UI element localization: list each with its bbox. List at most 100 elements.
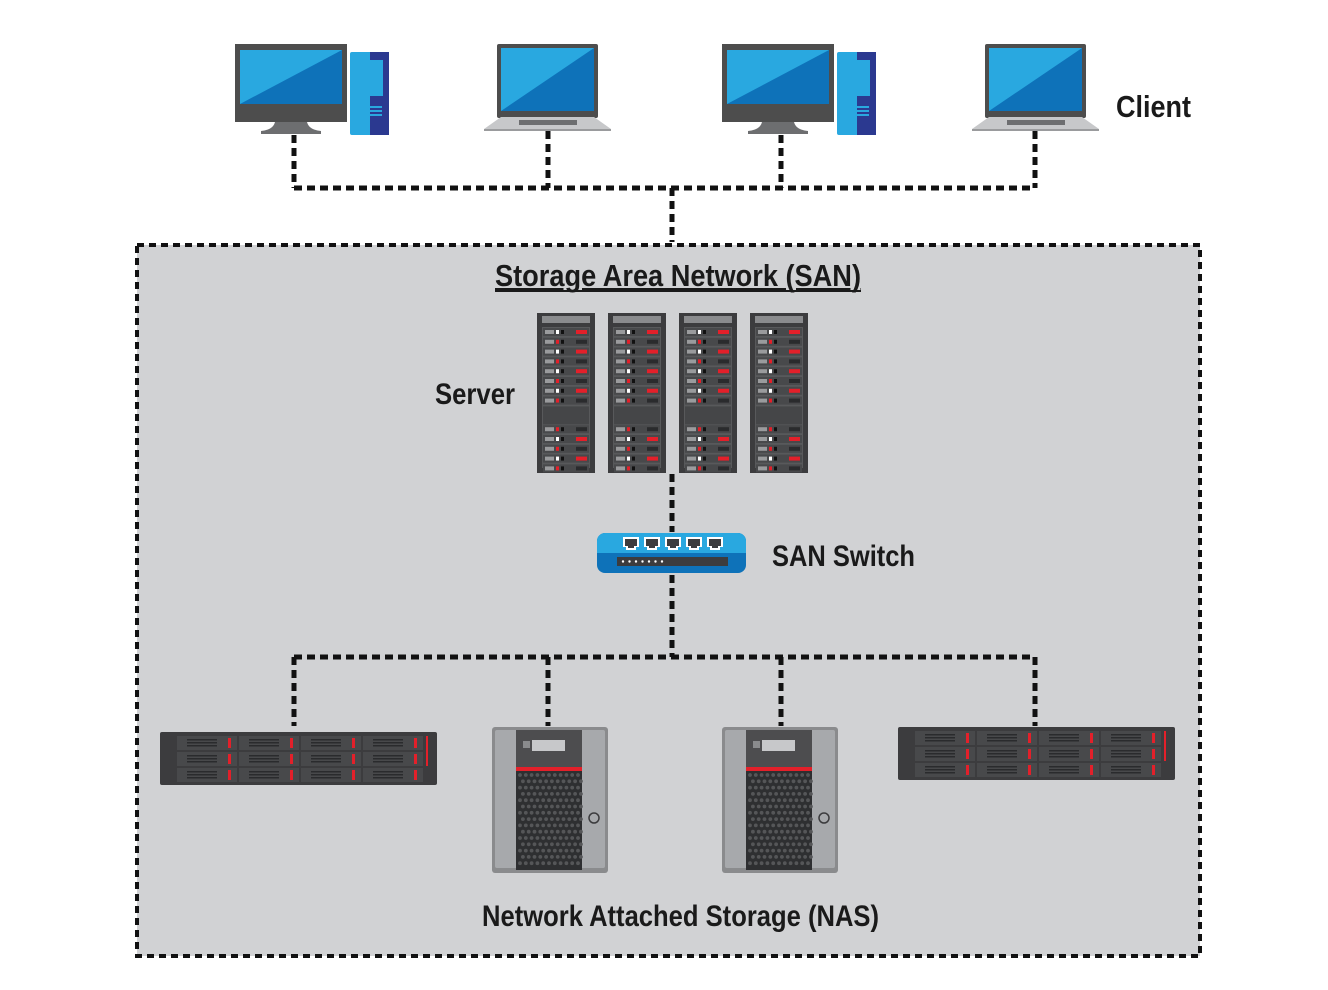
screen-glare — [240, 50, 342, 104]
rack-top — [613, 316, 661, 323]
grille-hole — [797, 792, 802, 796]
grille-hole — [762, 829, 767, 834]
grille-hole — [567, 817, 572, 821]
server-unit — [685, 464, 731, 473]
unit-led — [556, 456, 559, 461]
grille-hole — [788, 773, 793, 777]
grille-hole — [756, 779, 761, 784]
grille-hole — [570, 810, 575, 815]
drive-led — [228, 754, 231, 764]
grille-hole — [756, 817, 761, 821]
grille-hole — [762, 792, 767, 796]
grille-hole — [573, 817, 577, 821]
unit-led — [769, 330, 772, 334]
unit-indicator — [718, 437, 729, 441]
grille-hole — [555, 779, 560, 784]
server-unit — [756, 435, 802, 443]
grille-hole — [803, 829, 807, 834]
switch-led — [641, 560, 644, 563]
san-switch-label: SAN Switch — [772, 540, 915, 573]
grille-hole — [555, 855, 560, 859]
drive-vent — [249, 761, 279, 763]
grille-hole — [759, 836, 764, 840]
grille-hole — [555, 804, 560, 809]
drive-vent — [987, 769, 1017, 771]
unit-vents — [687, 369, 696, 374]
grille-hole — [529, 823, 534, 828]
drive-vent — [1111, 772, 1141, 774]
grille-hole — [809, 842, 813, 847]
server-unit — [756, 347, 802, 356]
grille-hole — [803, 842, 807, 847]
grille-hole — [564, 785, 569, 790]
grille-hole — [791, 855, 796, 859]
grille-hole — [774, 792, 778, 796]
unit-vents — [545, 369, 554, 374]
unit-led — [698, 330, 701, 334]
drive-vent — [987, 750, 1017, 752]
unit-port — [561, 446, 564, 451]
grille-hole — [753, 810, 758, 815]
grille-hole — [803, 817, 807, 821]
grille-hole — [547, 773, 551, 777]
unit-port — [703, 349, 706, 354]
grille-hole — [544, 792, 548, 796]
grille-hole — [535, 810, 540, 815]
unit-vents — [616, 349, 625, 354]
unit-vents — [758, 427, 767, 432]
unit-port — [703, 466, 706, 471]
grille-hole — [774, 842, 778, 847]
drive-led — [414, 754, 417, 764]
unit-led — [627, 330, 630, 334]
unit-vents — [687, 349, 696, 354]
server-unit — [543, 454, 589, 463]
grille-hole — [797, 855, 802, 859]
grille-hole — [774, 779, 778, 784]
grille-hole — [541, 836, 546, 840]
grille-hole — [552, 848, 557, 853]
server-unit — [614, 347, 660, 356]
storage-devices — [160, 727, 1175, 873]
unit-led — [698, 349, 701, 354]
unit-led — [698, 359, 701, 364]
grille-hole — [777, 823, 781, 828]
grille-hole — [570, 848, 575, 853]
grille-hole — [576, 848, 580, 853]
unit-indicator — [576, 466, 587, 471]
grille-hole — [579, 792, 583, 796]
unit-indicator — [647, 330, 658, 334]
rack-panel — [543, 406, 589, 425]
grille-hole — [561, 855, 566, 859]
grille-hole — [791, 804, 796, 809]
drive-vent — [925, 766, 955, 768]
unit-led — [556, 437, 559, 441]
drive-led — [1090, 765, 1093, 775]
grille-hole — [797, 842, 802, 847]
grille-hole — [797, 779, 802, 784]
grille-hole — [541, 861, 546, 866]
grille-hole — [538, 804, 543, 809]
grille-hole — [800, 773, 805, 777]
grille-hole — [748, 836, 752, 840]
monitor-stand — [748, 122, 808, 134]
grille-hole — [748, 823, 752, 828]
nas-lcd — [762, 740, 795, 751]
unit-indicator — [576, 388, 587, 393]
grille-hole — [803, 792, 807, 796]
drive-vent — [1049, 766, 1079, 768]
unit-vents — [687, 388, 696, 393]
unit-port — [561, 379, 564, 383]
unit-led — [698, 446, 701, 451]
grille-hole — [518, 861, 522, 866]
grille-hole — [777, 785, 781, 790]
drive-vent — [187, 761, 217, 763]
server-unit — [756, 328, 802, 336]
unit-vents — [758, 466, 767, 471]
grille-hole — [518, 773, 522, 777]
server-unit — [756, 464, 802, 473]
grille-hole — [751, 804, 755, 809]
unit-indicator — [789, 437, 800, 441]
grille-hole — [547, 810, 551, 815]
tower-nas-icon — [492, 727, 608, 873]
